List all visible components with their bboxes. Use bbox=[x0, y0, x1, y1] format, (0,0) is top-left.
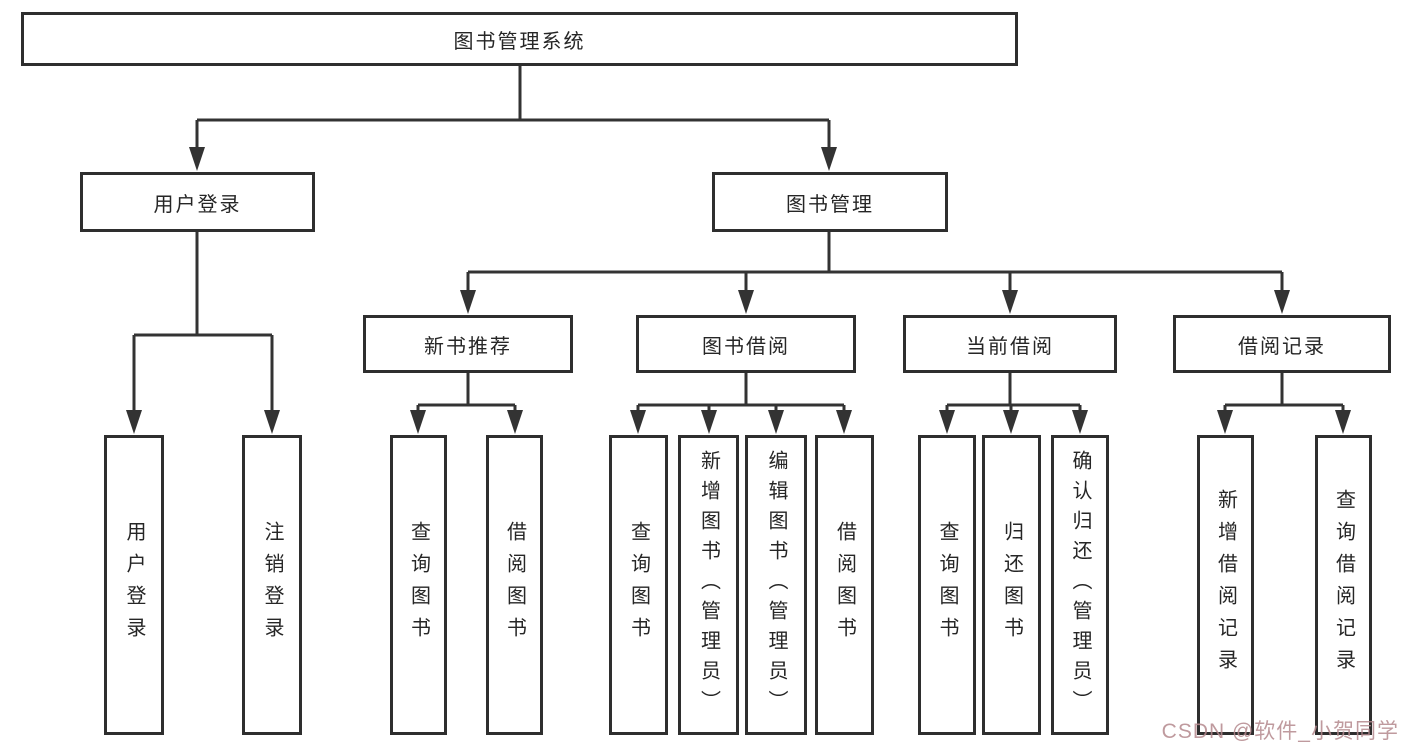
leaf-records-query-record: 查询借阅记录 bbox=[1315, 435, 1372, 735]
leaf-borrow-edit-book: 编辑图书（管理员） bbox=[745, 435, 807, 735]
node-borrow-records-label: 借阅记录 bbox=[1238, 335, 1326, 358]
leaf-borrow-query-book-label: 查询图书 bbox=[627, 521, 650, 649]
node-book-borrow-label: 图书借阅 bbox=[702, 335, 790, 358]
leaf-borrow-add-book: 新增图书（管理员） bbox=[678, 435, 739, 735]
leaf-records-query-record-label: 查询借阅记录 bbox=[1332, 489, 1355, 681]
leaf-borrow-add-book-label: 新增图书（管理员） bbox=[697, 450, 720, 720]
node-current-borrow-label: 当前借阅 bbox=[966, 335, 1054, 358]
connector-user-login-children bbox=[126, 232, 280, 434]
connector-borrow-records-children bbox=[1217, 373, 1351, 434]
leaf-rec-borrow-book-label: 借阅图书 bbox=[503, 521, 526, 649]
node-user-login-label: 用户登录 bbox=[153, 193, 242, 216]
node-current-borrow: 当前借阅 bbox=[903, 315, 1117, 373]
connector-new-book-recommend-children bbox=[410, 373, 523, 434]
node-user-login: 用户登录 bbox=[80, 172, 315, 232]
leaf-current-return-book: 归还图书 bbox=[982, 435, 1041, 735]
node-book-management-label: 图书管理 bbox=[786, 193, 874, 216]
leaf-borrow-edit-book-label: 编辑图书（管理员） bbox=[765, 450, 787, 720]
leaf-borrow-query-book: 查询图书 bbox=[609, 435, 668, 735]
node-new-book-recommend: 新书推荐 bbox=[363, 315, 573, 373]
leaf-current-return-book-label: 归还图书 bbox=[1000, 521, 1023, 649]
leaf-user-login-label: 用户登录 bbox=[123, 521, 145, 649]
node-new-book-recommend-label: 新书推荐 bbox=[424, 335, 512, 358]
leaf-records-add-record-label: 新增借阅记录 bbox=[1214, 489, 1237, 681]
connector-book-borrow-children bbox=[630, 373, 852, 434]
leaf-rec-query-book: 查询图书 bbox=[390, 435, 447, 735]
leaf-current-query-book-label: 查询图书 bbox=[936, 521, 958, 649]
connector-current-borrow-children bbox=[939, 373, 1088, 434]
node-root: 图书管理系统 bbox=[21, 12, 1018, 66]
leaf-user-login: 用户登录 bbox=[104, 435, 164, 735]
leaf-records-add-record: 新增借阅记录 bbox=[1197, 435, 1254, 735]
leaf-rec-borrow-book: 借阅图书 bbox=[486, 435, 543, 735]
connector-book-management-children bbox=[460, 232, 1290, 314]
leaf-borrow-borrow-book-label: 借阅图书 bbox=[833, 521, 856, 649]
leaf-rec-query-book-label: 查询图书 bbox=[407, 521, 430, 649]
leaf-current-confirm-return: 确认归还（管理员） bbox=[1051, 435, 1109, 735]
leaf-logout: 注销登录 bbox=[242, 435, 302, 735]
node-borrow-records: 借阅记录 bbox=[1173, 315, 1391, 373]
leaf-borrow-borrow-book: 借阅图书 bbox=[815, 435, 874, 735]
leaf-current-query-book: 查询图书 bbox=[918, 435, 976, 735]
node-book-borrow: 图书借阅 bbox=[636, 315, 856, 373]
leaf-current-confirm-return-label: 确认归还（管理员） bbox=[1069, 450, 1091, 720]
csdn-watermark: CSDN @软件_小贺同学 bbox=[1161, 720, 1399, 743]
node-book-management: 图书管理 bbox=[712, 172, 948, 232]
node-root-label: 图书管理系统 bbox=[453, 30, 586, 53]
leaf-logout-label: 注销登录 bbox=[261, 521, 283, 649]
connector-root-to-level2 bbox=[189, 66, 837, 171]
